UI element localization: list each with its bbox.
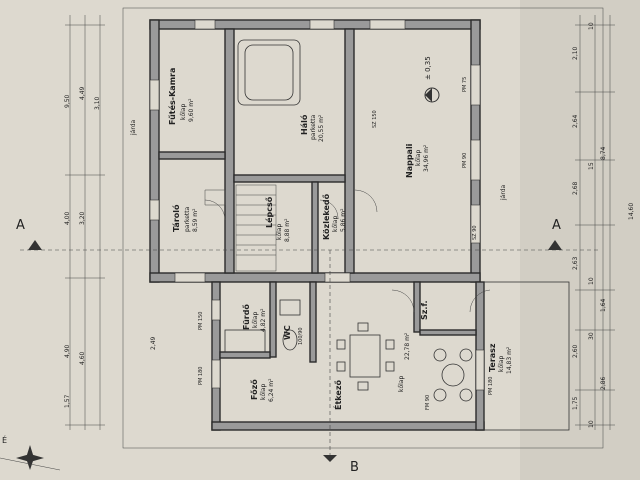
window-label: FM 90 [425,394,431,410]
window-label: PM 150 [198,311,204,330]
room-name: Közlekedő [322,193,331,240]
dim-left-outer-0: 9,50 [64,94,71,108]
room-name: Lépcső [265,196,274,228]
dim-right-small-0: 10 [588,22,595,30]
window-label: PM 180 [198,366,204,385]
room-floor: kőlap [415,149,422,166]
section-mark-a-left: A [16,218,25,233]
dim-right-outer-1: 14,60 [628,202,635,220]
dim-left-outer-2: 4,90 [64,344,71,358]
room-area: 5,86 m² [340,208,347,232]
dimension-lines [65,15,615,430]
room-floor: parketta [310,114,317,140]
dim-right-small-1: 15 [588,162,595,170]
compass-rose [0,445,61,471]
room-floor: kőlap [398,375,405,392]
room-floor: kőlap [180,103,187,120]
room-area: 4,82 m² [260,308,267,332]
section-mark-a-right: A [552,218,561,233]
room-floor: kőlap [498,355,505,372]
window-label: 100/90 [298,327,304,345]
dim-right-inner-1: 2,64 [572,114,579,128]
room-name: Fürdő [242,304,251,330]
room-floor: kőlap [260,383,267,400]
room-name: Háló [300,114,309,135]
room-area: 14,83 m² [506,346,513,374]
door-swings [204,189,491,313]
dim-right-outer-0: 8,74 [600,146,607,160]
room-floor: parketta [184,206,191,232]
room-floor: kőlap [332,215,339,232]
room-area: 9,60 m² [188,98,195,122]
room-floor: kőlap [276,223,283,240]
window-label: PM 180 [488,376,494,395]
level-marker [424,87,440,103]
room-name: Fűtés-Kamra [168,67,177,125]
room-area: 20,55 m² [318,114,325,142]
compass-label: É [2,436,8,445]
section-mark-b: B [350,460,359,475]
dim-right-inner-0: 2,10 [572,46,579,60]
window-label: PM 75 [462,76,468,92]
section-lines [20,249,600,460]
room-area: 6,24 m² [268,378,275,402]
dim-right-inner-5: 2,60 [572,344,579,358]
room-area: 8,59 m² [192,208,199,232]
staircase [204,184,277,272]
jarda-label-right: járda [500,184,507,200]
dim-right-inner-2: 2,68 [572,181,579,195]
dim-right-small-2: 10 [588,277,595,285]
level-mark-label: ± 0,35 [424,56,432,80]
room-area: 34,96 m² [423,144,430,172]
dim-right-inner-4: 1,64 [600,298,607,312]
room-name: Főző [250,379,259,400]
room-name: Nappali [405,143,414,178]
dining-table [336,322,395,391]
window-label: PM 90 [462,152,468,168]
room-area: 22,78 m² [404,332,411,360]
window-label: SZ 150 [372,110,378,128]
bathroom-fixtures [224,299,301,353]
room-name: Étkező [334,380,343,410]
plot-outline [122,7,604,449]
dim-left-mid-0: 4,49 [79,86,86,100]
dim-right-small-4: 10 [588,420,595,428]
jarda-label-left: járda [130,119,137,135]
dim-right-inner-6: 2,86 [600,376,607,390]
section-markers [28,240,562,462]
dim-left-mid-2: 4,60 [79,351,86,365]
bed [237,39,301,106]
room-floor: kőlap [252,311,259,328]
windows [149,19,485,391]
dim-right-small-3: 30 [588,332,595,340]
dim-right-inner-7: 1,75 [572,396,579,410]
terrace-table [433,348,473,402]
dim-left-mid-1: 3,20 [79,211,86,225]
dim-right-inner-3: 2,63 [572,256,579,270]
window-label: SZ 90 [472,225,478,240]
room-name: Tároló [172,204,181,232]
room-name: WC [283,325,292,340]
dim-left-inner-0: 3,10 [94,96,101,110]
dim-left-inner-1: 2,49 [150,336,157,350]
room-area: 8,88 m² [284,218,291,242]
dim-left-outer-3: 1,57 [64,394,71,408]
room-name: Terasz [488,343,497,372]
dim-left-outer-1: 4,00 [64,211,71,225]
room-name: Sz.f. [420,300,429,320]
